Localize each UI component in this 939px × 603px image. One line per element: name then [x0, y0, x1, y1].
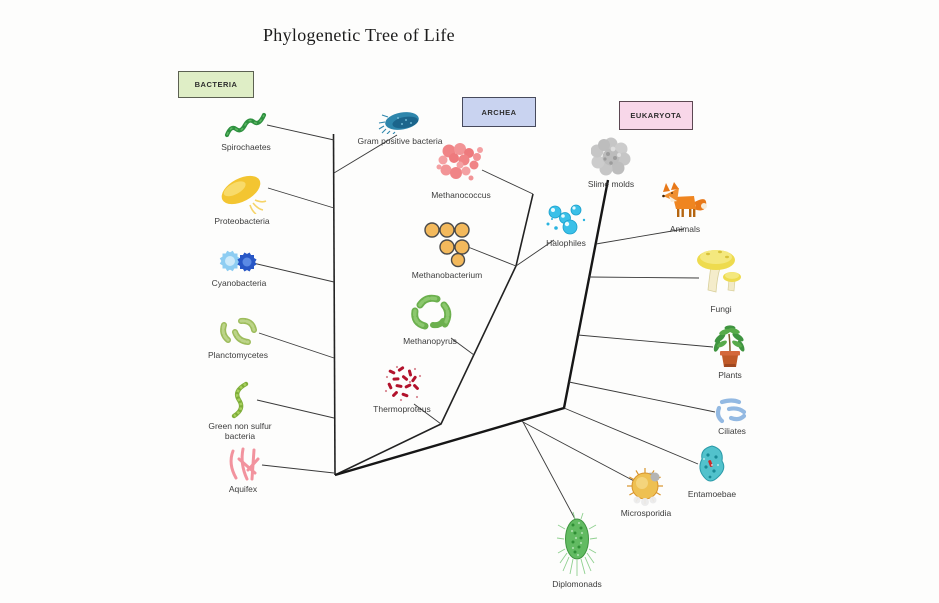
- node-label: Methanobacterium: [411, 270, 483, 280]
- branch-aquifex: [261, 464, 335, 474]
- node-label: Thermoproteus: [373, 404, 431, 414]
- branch-green-non-sulfur: [256, 399, 335, 419]
- node-label: Cyanobacteria: [211, 278, 267, 288]
- node-label: Gram positive bacteria: [357, 136, 443, 146]
- node-thermoproteus: Thermoproteus: [357, 364, 447, 414]
- domain-label-archea: ARCHEA: [481, 107, 517, 117]
- branch-thermoproteus: [413, 403, 442, 425]
- node-plants: Plants: [685, 324, 775, 380]
- node-diplomonads: Diplomonads: [532, 511, 622, 589]
- orange-circles-icon: [424, 222, 470, 268]
- node-label: Methanococcus: [431, 190, 491, 200]
- node-microsporidia: Microsporidia: [601, 466, 691, 518]
- node-label: Slime molds: [587, 179, 635, 189]
- domain-label-bacteria: BACTERIA: [194, 80, 238, 89]
- yellow-bacterium-icon: [221, 175, 267, 214]
- branch-planctomycetes: [258, 332, 335, 359]
- node-proteobacteria: Proteobacteria: [197, 174, 287, 226]
- gray-slime-mold-icon: [591, 137, 631, 176]
- branch-methanococcus: [481, 169, 534, 195]
- node-label: Proteobacteria: [214, 216, 270, 226]
- node-planctomycetes: Planctomycetes: [193, 314, 283, 360]
- branch-gram-positive: [333, 134, 398, 174]
- node-methanobacterium: Methanobacterium: [402, 222, 492, 280]
- branch-proteobacteria: [267, 187, 335, 209]
- node-aquifex: Aquifex: [198, 446, 288, 494]
- node-green-non-sulfur: Green non sulfur bacteria: [195, 381, 285, 441]
- teal-fuzzy-cell-icon: [378, 112, 419, 134]
- node-ciliates: Ciliates: [687, 396, 777, 436]
- pink-cocci-cluster-icon: [436, 143, 483, 181]
- branch-halophiles: [515, 239, 555, 267]
- node-label: Green non sulfur bacteria: [208, 421, 272, 442]
- node-methanococcus: Methanococcus: [416, 142, 506, 200]
- branch-entamoebae: [563, 407, 699, 465]
- branch-diplomonads: [522, 421, 576, 520]
- branch-microsporidia: [520, 420, 635, 482]
- green-filament-icon: [231, 381, 249, 419]
- branch-animals: [595, 228, 685, 245]
- red-speckles-icon: [384, 365, 422, 402]
- bacteria-trunk: [332, 133, 336, 476]
- domain-box-archea: ARCHEA: [462, 97, 536, 127]
- teal-amoeba-icon: [699, 445, 725, 482]
- node-label: Planctomycetes: [208, 350, 268, 360]
- green-ring-rods-icon: [411, 294, 452, 330]
- node-label: Halophiles: [546, 238, 586, 248]
- node-label: Ciliates: [718, 426, 746, 436]
- branch-ciliates: [568, 381, 716, 413]
- green-curved-rods-icon: [220, 317, 257, 345]
- branch-fungi: [588, 276, 700, 279]
- node-label: Aquifex: [228, 484, 258, 494]
- node-slime-molds: Slime molds: [566, 137, 656, 189]
- branch-methanopyrus: [450, 337, 475, 356]
- spirochaete-worm-icon: [224, 112, 267, 138]
- node-entamoebae: Entamoebae: [667, 443, 757, 499]
- blue-ciliate-rods-icon: [715, 398, 747, 424]
- node-label: Spirochaetes: [221, 142, 271, 152]
- branch-spirochaetes: [266, 124, 335, 141]
- node-label: Diplomonads: [552, 579, 602, 589]
- pink-rods-icon: [229, 447, 260, 481]
- archaea-trunk: [334, 193, 534, 476]
- node-gram-positive: Gram positive bacteria: [355, 108, 445, 146]
- node-label: Methanopyrus: [403, 336, 457, 346]
- node-label: Plants: [718, 370, 742, 380]
- node-label: Entamoebae: [687, 489, 737, 499]
- potted-plant-icon: [713, 325, 745, 367]
- cyan-bubbles-icon: [546, 204, 586, 235]
- blue-burst-cells-icon: [219, 250, 257, 272]
- mushroom-icon: [697, 250, 741, 293]
- domain-label-eukaryota: EUKARYOTA: [630, 111, 682, 120]
- branch-cyanobacteria: [252, 262, 335, 283]
- node-methanopyrus: Methanopyrus: [385, 292, 475, 346]
- node-spirochaetes: Spirochaetes: [201, 110, 291, 152]
- node-label: Animals: [669, 224, 701, 234]
- fox-icon: [662, 182, 707, 217]
- node-animals: Animals: [640, 182, 730, 234]
- domain-box-bacteria: BACTERIA: [178, 71, 254, 98]
- page-title: Phylogenetic Tree of Life: [263, 25, 455, 45]
- node-cyanobacteria: Cyanobacteria: [194, 248, 284, 288]
- spiky-spore-icon: [627, 468, 663, 506]
- node-halophiles: Halophiles: [521, 202, 611, 248]
- domain-box-eukaryota: EUKARYOTA: [619, 101, 693, 130]
- node-label: Microsporidia: [620, 508, 672, 518]
- node-fungi: Fungi: [676, 246, 766, 314]
- branch-methanobacterium: [467, 246, 517, 267]
- hairy-green-cell-icon: [556, 511, 598, 576]
- node-label: Fungi: [710, 304, 732, 314]
- branch-plants: [577, 334, 714, 348]
